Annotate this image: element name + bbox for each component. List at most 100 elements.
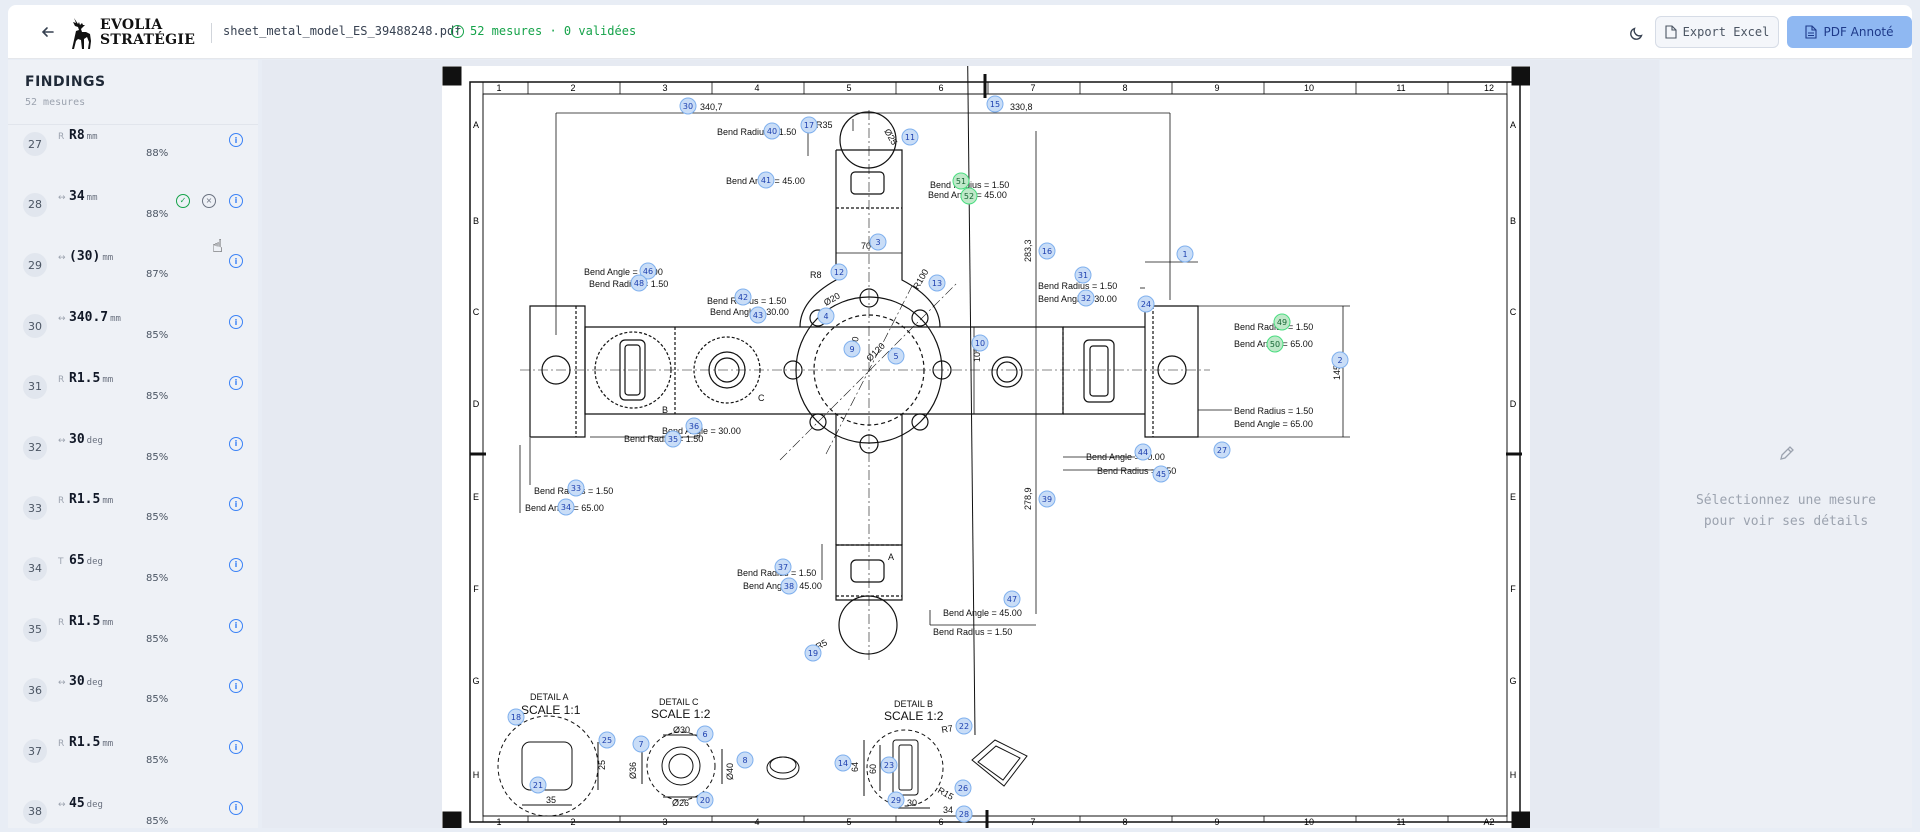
measure-marker[interactable]: 29 xyxy=(887,791,905,809)
measure-marker[interactable]: 6 xyxy=(696,725,714,743)
marker-badge xyxy=(1331,351,1349,369)
measure-marker[interactable]: 30 xyxy=(679,97,697,115)
measure-marker[interactable]: 27 xyxy=(1213,441,1231,459)
info-icon[interactable]: i xyxy=(229,375,243,390)
measure-marker[interactable]: 46 xyxy=(639,262,657,280)
info-icon[interactable]: i xyxy=(229,557,243,572)
measure-marker[interactable]: 5 xyxy=(887,347,905,365)
info-icon[interactable]: i xyxy=(229,679,243,694)
measure-marker[interactable]: 33 xyxy=(567,479,585,497)
measure-marker[interactable]: 20 xyxy=(696,791,714,809)
measure-marker[interactable]: 2 xyxy=(1331,351,1349,369)
measure-marker[interactable]: 50 xyxy=(1266,335,1284,353)
marker-number: 42 xyxy=(738,293,748,302)
info-icon[interactable]: i xyxy=(229,193,243,208)
measure-marker[interactable]: 40 xyxy=(763,122,781,140)
measure-marker[interactable]: 32 xyxy=(1077,289,1095,307)
measure-marker[interactable]: 28 xyxy=(955,805,973,823)
measure-type-icon: R xyxy=(58,739,65,749)
measure-marker[interactable]: 16 xyxy=(1038,242,1056,260)
drawing-label-r100: R100 xyxy=(911,267,930,291)
measure-marker[interactable]: 3 xyxy=(869,233,887,251)
measure-marker[interactable]: 52 xyxy=(960,187,978,205)
marker-number: 4 xyxy=(823,312,828,321)
measure-marker[interactable]: 22 xyxy=(955,717,973,735)
info-icon[interactable]: i xyxy=(229,436,243,451)
theme-toggle-button[interactable] xyxy=(1626,22,1648,44)
measure-marker[interactable]: 7 xyxy=(632,735,650,753)
measure-marker[interactable]: 42 xyxy=(734,288,752,306)
measure-marker[interactable]: 26 xyxy=(954,779,972,797)
info-icon[interactable]: i xyxy=(229,254,243,269)
info-icon[interactable]: i xyxy=(229,618,243,633)
measure-marker[interactable]: 19 xyxy=(804,644,822,662)
measure-marker[interactable]: 34 xyxy=(557,498,575,516)
pdf-annotated-button[interactable]: PDF Annoté xyxy=(1787,16,1912,48)
measure-marker[interactable]: 24 xyxy=(1137,295,1155,313)
drawing-label-detC1: DETAIL C xyxy=(659,697,699,707)
measure-marker[interactable]: 25 xyxy=(598,731,616,749)
measure-marker[interactable]: 44 xyxy=(1134,443,1152,461)
measure-marker[interactable]: 4 xyxy=(817,307,835,325)
marker-badge xyxy=(1137,295,1155,313)
marker-badge xyxy=(1038,490,1056,508)
brand-logo[interactable]: EVOLIA STRATÉGIE xyxy=(68,15,195,51)
measure-marker[interactable]: 17 xyxy=(800,116,818,134)
back-button[interactable] xyxy=(38,22,58,42)
measure-marker[interactable]: 23 xyxy=(880,756,898,774)
measure-marker[interactable]: 49 xyxy=(1273,313,1291,331)
measure-marker[interactable]: 51 xyxy=(952,172,970,190)
validate-check-icon[interactable]: ✓ xyxy=(176,193,190,208)
measure-marker[interactable]: 38 xyxy=(780,577,798,595)
marker-badge xyxy=(928,274,946,292)
reject-x-icon[interactable]: × xyxy=(202,193,216,208)
measure-marker[interactable]: 1 xyxy=(1176,245,1194,263)
measure-marker[interactable]: 10 xyxy=(971,334,989,352)
measure-marker[interactable]: 31 xyxy=(1074,266,1092,284)
measure-marker[interactable]: 43 xyxy=(749,306,767,324)
measure-marker[interactable]: 14 xyxy=(834,754,852,772)
measure-marker[interactable]: 13 xyxy=(928,274,946,292)
info-icon[interactable]: i xyxy=(229,740,243,754)
marker-badge xyxy=(1134,443,1152,461)
measure-marker[interactable]: 47 xyxy=(1003,590,1021,608)
measure-marker[interactable]: 35 xyxy=(664,430,682,448)
marker-badge xyxy=(834,754,852,772)
measure-marker[interactable]: 11 xyxy=(901,128,919,146)
measure-marker[interactable]: 12 xyxy=(830,263,848,281)
export-excel-button[interactable]: Export Excel xyxy=(1655,16,1779,48)
measure-marker[interactable]: 21 xyxy=(529,776,547,794)
brand-name: EVOLIA STRATÉGIE xyxy=(100,18,195,48)
measure-marker[interactable]: 15 xyxy=(986,95,1004,113)
drawing-label-d278: 278,9 xyxy=(1023,487,1033,510)
measure-marker[interactable]: 8 xyxy=(736,751,754,769)
measure-marker[interactable]: 36 xyxy=(685,417,703,435)
marker-badge xyxy=(598,731,616,749)
info-icon[interactable]: i xyxy=(229,315,243,330)
info-icon[interactable]: i xyxy=(229,800,243,815)
measure-marker[interactable]: 37 xyxy=(774,558,792,576)
marker-badge xyxy=(763,122,781,140)
measure-marker[interactable]: 41 xyxy=(757,171,775,189)
measure-marker[interactable]: 45 xyxy=(1152,465,1170,483)
measure-marker[interactable]: 39 xyxy=(1038,490,1056,508)
measure-marker[interactable]: 48 xyxy=(630,274,648,292)
info-icon[interactable]: i xyxy=(229,497,243,512)
info-icon[interactable]: i xyxy=(229,133,243,147)
measure-marker[interactable]: 9 xyxy=(843,340,861,358)
measure-marker[interactable]: 18 xyxy=(507,708,525,726)
